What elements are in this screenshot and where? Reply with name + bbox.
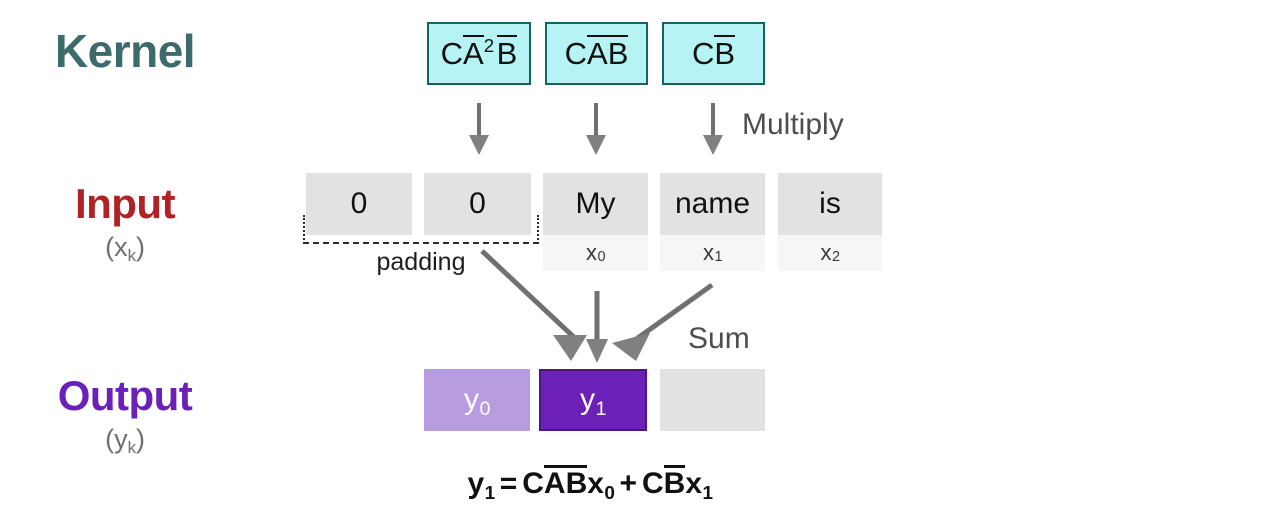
sum-label: Sum (688, 322, 750, 355)
row-sublabel-input-sub: k (127, 246, 136, 266)
input-cell-word-3: name (660, 173, 765, 235)
kernel-0-b-bar: B (496, 34, 518, 71)
output-cell-empty[interactable] (660, 369, 765, 431)
padding-bracket (303, 215, 539, 244)
input-cell-padding-1[interactable]: 0 (424, 173, 531, 235)
equation-term2-b-bar: B (663, 465, 686, 500)
input-cell-padding-0[interactable]: 0 (306, 173, 412, 235)
input-index-sub-3: 1 (714, 249, 723, 266)
kernel-box-0[interactable]: CA2 B (427, 22, 531, 85)
input-index-sub-2: 0 (597, 249, 606, 266)
output-cell-y0-text: y0 (463, 383, 491, 420)
kernel-0-c: C (440, 35, 464, 71)
row-label-kernel: Kernel (54, 25, 196, 77)
multiply-arrow-icon-0 (469, 103, 489, 155)
input-index-base-4: x (820, 240, 832, 265)
kernel-expression-0: CA2 B (440, 34, 518, 72)
row-label-output: Output (57, 372, 193, 419)
kernel-2-c: C (691, 35, 715, 71)
equation-term2-c: C (641, 467, 664, 500)
equation-lhs-base: y (467, 467, 485, 500)
output-cell-y1-text: y1 (579, 383, 607, 420)
output-y1-base: y (579, 383, 595, 416)
input-index-base-3: x (702, 240, 714, 265)
row-sublabel-input: (xk) (105, 232, 145, 266)
equation-term1-x-index: 0 (604, 483, 615, 505)
kernel-0-a-bar: A (463, 34, 484, 71)
input-index-base-2: x (585, 240, 597, 265)
equation-lhs-index: 1 (484, 483, 496, 505)
row-sublabel-output-sub: k (127, 438, 136, 458)
equation-term2-x-index: 1 (702, 483, 714, 505)
input-index-sub-4: 2 (831, 249, 841, 266)
equation-term1-b-bar: B (565, 465, 588, 500)
kernel-box-2[interactable]: CB (662, 22, 765, 85)
input-cell-word-4: is (778, 173, 882, 235)
equation-term1-c: C (522, 467, 544, 500)
equation-term1-x: x (587, 467, 604, 500)
input-cell-word-2: My (543, 173, 648, 235)
multiply-arrow-icon-2 (703, 103, 723, 155)
sum-arrow-icon-center (586, 291, 608, 363)
result-equation: y1=CABx0+CBx1 (330, 465, 850, 505)
sum-arrow-icon-right (612, 282, 714, 361)
input-cell-word-0: 0 (306, 173, 412, 235)
row-sublabel-output-base: y (114, 424, 128, 454)
row-sublabel-input-base: x (114, 232, 128, 262)
kernel-0-exponent: 2 (483, 35, 495, 57)
kernel-expression-2: CB (691, 34, 736, 72)
kernel-1-a-bar: A (587, 34, 608, 71)
multiply-label: Multiply (742, 108, 844, 141)
row-label-input: Input (74, 180, 176, 227)
multiply-arrow-icon-1 (586, 103, 606, 155)
kernel-2-b-bar: B (714, 34, 736, 71)
padding-label: padding (376, 248, 466, 276)
sum-arrow-icon-left (480, 249, 587, 361)
output-cell-y1[interactable]: y1 (539, 369, 647, 431)
output-cell-y0[interactable]: y0 (424, 369, 530, 431)
equation-plus: + (619, 467, 637, 500)
kernel-1-c: C (564, 35, 587, 71)
output-y0-index: 0 (479, 397, 491, 420)
sum-arrows-group (480, 249, 714, 363)
equation-term2-x: x (685, 467, 702, 500)
output-y1-index: 1 (595, 397, 607, 420)
equation-equals: = (499, 467, 518, 500)
kernel-1-b-bar: B (607, 34, 629, 71)
output-y0-base: y (463, 383, 479, 416)
kernel-expression-1: CAB (564, 34, 629, 72)
equation-term1-a-bar: A (543, 465, 566, 500)
input-cell-word-1: 0 (424, 173, 531, 235)
row-sublabel-output: (yk) (105, 424, 145, 458)
kernel-box-1[interactable]: CAB (545, 22, 648, 85)
